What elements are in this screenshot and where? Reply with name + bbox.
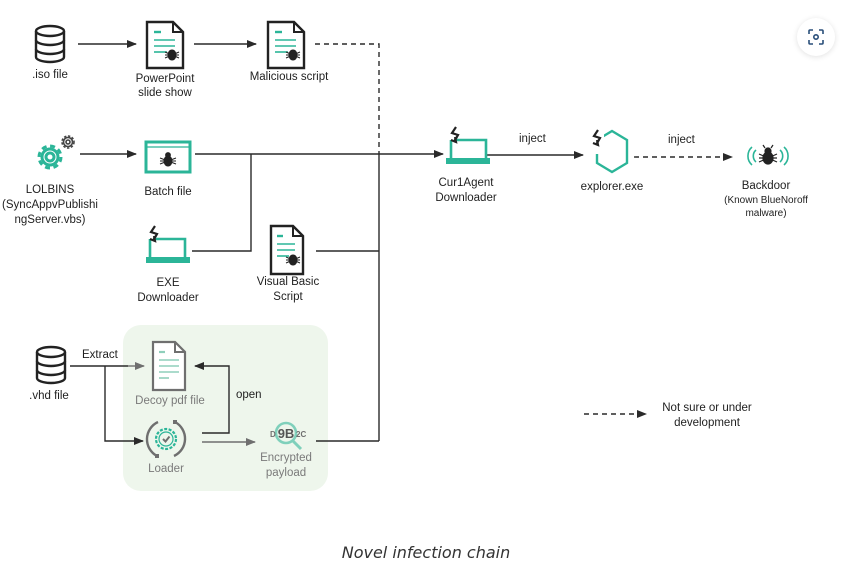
node-vbs: Visual Basic Script — [257, 224, 320, 303]
node-label: Malicious script — [250, 71, 329, 83]
legend: Not sure or under development — [662, 402, 752, 429]
node-cur1agent: Cur1Agent Downloader — [435, 126, 497, 204]
edge-label-open: open — [236, 389, 262, 401]
bug-icon — [164, 49, 180, 61]
node-label-line-2: payload — [266, 467, 306, 479]
node-label: .iso file — [32, 69, 68, 81]
node-label-line-3: ngServer.vbs) — [15, 214, 86, 226]
node-label-line-1: Visual Basic — [257, 276, 320, 288]
node-decoy-pdf: Decoy pdf file — [135, 340, 205, 407]
encrypted-search-icon: D 9B 2C — [270, 421, 306, 451]
edge-vhd-to-loader — [104, 366, 144, 445]
bug-icon — [285, 49, 301, 61]
node-label-line-2: Script — [273, 291, 303, 303]
node-label-line-2: Downloader — [137, 292, 199, 304]
payload-glyph-right: 2C — [296, 430, 306, 439]
node-loader: Loader — [145, 420, 187, 475]
bug-icon — [285, 254, 301, 266]
node-label-line-3: malware) — [745, 208, 786, 219]
bug-window-icon — [144, 140, 192, 174]
node-label-line-1: PowerPoint — [136, 73, 196, 85]
node-iso: .iso file — [32, 24, 68, 81]
shield-lightning-icon — [590, 129, 629, 174]
edge-exe-to-main — [192, 154, 252, 252]
node-encrypted-payload: D 9B 2C Encrypted payload — [260, 421, 312, 479]
edges — [70, 40, 733, 446]
node-ppt: PowerPoint slide show — [136, 20, 196, 99]
legend-label-line-1: Not sure or under — [662, 402, 752, 414]
node-explorer: explorer.exe — [581, 129, 644, 193]
document-icon — [151, 340, 187, 392]
node-label: Decoy pdf file — [135, 395, 205, 407]
node-label: Batch file — [144, 186, 191, 198]
node-vhd: .vhd file — [29, 345, 69, 402]
node-exe-downloader: EXE Downloader — [137, 225, 199, 304]
node-label-line-1: Cur1Agent — [439, 177, 495, 189]
node-label-line-1: Encrypted — [260, 452, 312, 464]
edge-script-to-trunk-dashed — [315, 43, 380, 155]
payload-glyph-left: D — [270, 430, 276, 439]
node-batch: Batch file — [144, 140, 192, 198]
node-label-line-2: Downloader — [435, 192, 497, 204]
visual-search-icon — [808, 29, 824, 45]
node-label-line-1: Backdoor — [742, 180, 791, 192]
database-icon — [34, 24, 66, 64]
edge-label-inject-2: inject — [668, 134, 696, 146]
malicious-document-icon — [266, 20, 306, 70]
edge-loader-to-decoy-open — [194, 362, 230, 434]
node-label: Loader — [148, 463, 184, 475]
node-label: .vhd file — [29, 390, 69, 402]
edge-label-inject-1: inject — [519, 133, 547, 145]
node-label-line-1: LOLBINS — [26, 184, 75, 196]
node-label: explorer.exe — [581, 181, 644, 193]
malicious-document-icon — [145, 20, 185, 70]
legend-label-line-2: development — [674, 417, 741, 429]
laptop-download-icon — [146, 225, 190, 263]
payload-glyph-mid: 9B — [278, 426, 295, 441]
infection-chain-diagram: Extract open inject inject .iso file Pow… — [2, 20, 808, 491]
loader-cycle-icon — [145, 420, 187, 458]
node-label-line-2: (SyncAppvPublishi — [2, 199, 98, 211]
node-label-line-1: EXE — [156, 277, 179, 289]
malicious-document-icon — [269, 224, 305, 276]
bug-signal-icon — [747, 144, 789, 166]
visual-search-button[interactable] — [797, 18, 835, 56]
node-label-line-2: slide show — [138, 87, 192, 99]
database-icon — [35, 345, 67, 385]
node-lolbins: LOLBINS (SyncAppvPublishi ngServer.vbs) — [2, 135, 98, 226]
gears-icon — [37, 135, 75, 170]
node-label-line-2: (Known BlueNoroff — [724, 195, 808, 206]
node-backdoor: Backdoor (Known BlueNoroff malware) — [724, 144, 808, 219]
node-malicious-script: Malicious script — [250, 20, 329, 83]
edge-label-extract: Extract — [82, 349, 119, 361]
laptop-download-icon — [446, 126, 490, 164]
figure-caption: Novel infection chain — [341, 543, 511, 562]
